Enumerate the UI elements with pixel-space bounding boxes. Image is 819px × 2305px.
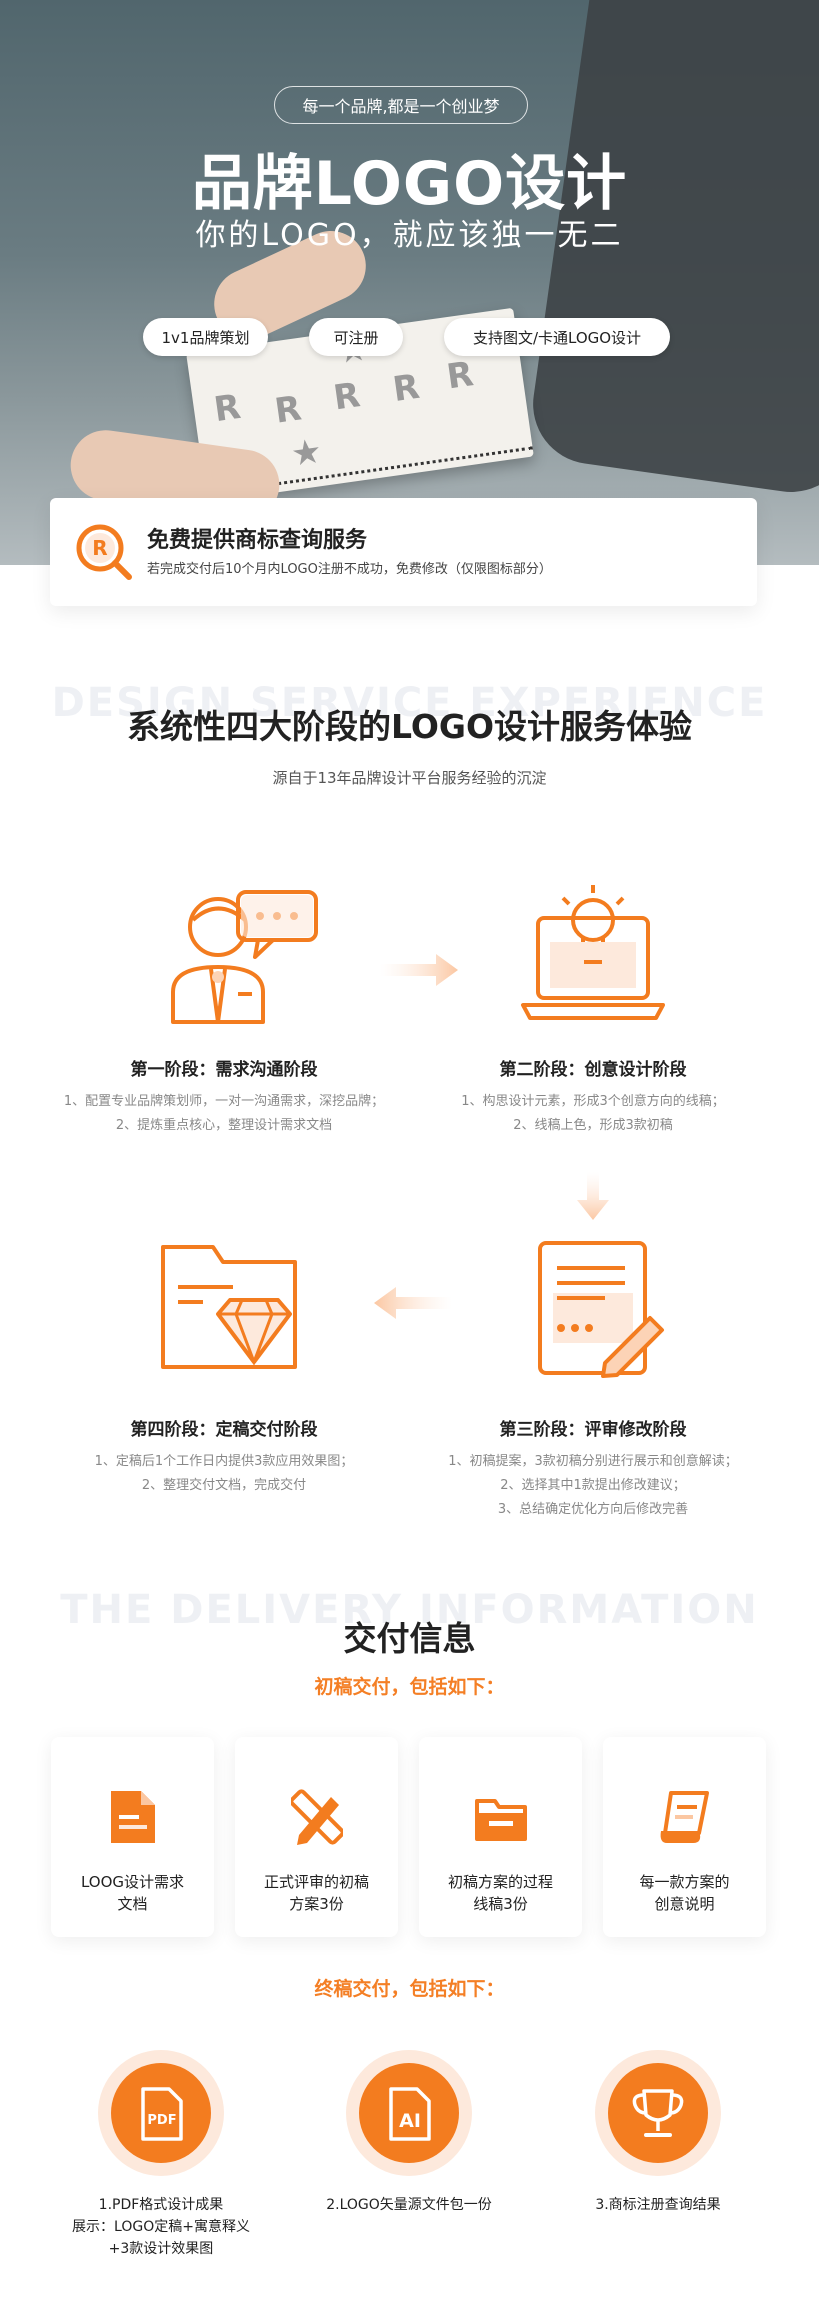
stage-2-line-1: 1、构思设计元素，形成3个创意方向的线稿； xyxy=(461,1094,725,1109)
trophy-icon xyxy=(632,2089,684,2137)
stage-1-title: 第一阶段：需求沟通阶段 xyxy=(130,1060,318,1080)
stage-3-line-2: 2、选择其中1款提出修改建议； xyxy=(500,1478,686,1493)
stage-4-desc: 1、定稿后1个工作日内提供3款应用效果图； 2、整理交付文档，完成交付 xyxy=(34,1450,414,1498)
initial-item-label: 正式评审的初稿 方案3份 xyxy=(263,1873,369,1913)
stage-2-title: 第二阶段：创意设计阶段 xyxy=(499,1060,687,1080)
initial-item-requirements: LOOG设计需求 文档 xyxy=(51,1737,214,1937)
ai-file-icon: AI xyxy=(389,2087,431,2141)
final-item-trademark xyxy=(595,2050,721,2176)
stage-4-line-2: 2、整理交付文档，完成交付 xyxy=(141,1478,307,1493)
stage-2-desc: 1、构思设计元素，形成3个创意方向的线稿； 2、线稿上色，形成3款初稿 xyxy=(403,1090,783,1138)
svg-text:AI: AI xyxy=(399,2110,421,2132)
stage-1-desc: 1、配置专业品牌策划师，一对一沟通需求，深挖品牌； 2、提炼重点核心，整理设计需… xyxy=(34,1090,414,1138)
folder-diamond-icon xyxy=(161,1245,297,1369)
feature-pill-planning: 1v1品牌策划 xyxy=(143,318,268,356)
stage-3-title: 第三阶段：评审修改阶段 xyxy=(499,1420,687,1440)
service-subtitle: 源自于13年品牌设计平台服务经验的沉淀 xyxy=(272,769,547,787)
service-ghost-text: DESIGN SERVICE EXPERIENCE xyxy=(51,680,768,726)
stage-3-line-1: 1、初稿提案，3款初稿分别进行展示和创意解读； xyxy=(448,1454,738,1469)
final-item-ai: AI xyxy=(346,2050,472,2176)
hero-tagline: 每一个品牌,都是一个创业梦 xyxy=(274,86,528,124)
initial-item-drafts: 正式评审的初稿 方案3份 xyxy=(235,1737,398,1937)
trademark-query-card: R 免费提供商标查询服务 若完成交付后10个月内LOGO注册不成功，免费修改（仅… xyxy=(50,498,757,606)
initial-item-label: 初稿方案的过程 线稿3份 xyxy=(447,1873,553,1913)
stage-3-desc: 1、初稿提案，3款初稿分别进行展示和创意解读； 2、选择其中1款提出修改建议； … xyxy=(403,1450,783,1522)
svg-text:PDF: PDF xyxy=(147,2113,176,2128)
hero-banner: R R R R R ★ ★ 每一个品牌,都是一个创业梦 品牌LOGO设计 你的L… xyxy=(0,0,819,565)
pdf-file-icon: PDF xyxy=(141,2087,183,2141)
final-item-pdf-label: 1.PDF格式设计成果 展示：LOGO定稿+寓意释义 +3款设计效果图 xyxy=(72,2197,250,2257)
stage-2-line-2: 2、线稿上色，形成3款初稿 xyxy=(513,1118,673,1133)
feature-pill-support: 支持图文/卡通LOGO设计 xyxy=(444,318,670,356)
initial-delivery-heading: 初稿交付，包括如下： xyxy=(314,1676,505,1698)
arrow-left-icon xyxy=(374,1287,452,1319)
initial-item-explanation: 每一款方案的 创意说明 xyxy=(603,1737,766,1937)
arrow-right-icon xyxy=(380,954,458,986)
stage-4-title: 第四阶段：定稿交付阶段 xyxy=(130,1420,318,1440)
final-item-ai-label: 2.LOGO矢量源文件包一份 xyxy=(326,2197,492,2213)
trademark-desc: 若完成交付后10个月内LOGO注册不成功，免费修改（仅限图标部分） xyxy=(147,562,552,577)
delivery-title: 交付信息 xyxy=(343,1619,476,1658)
stage-1-line-2: 2、提炼重点核心，整理设计需求文档 xyxy=(115,1118,333,1133)
final-item-pdf: PDF xyxy=(98,2050,224,2176)
arrow-down-icon xyxy=(577,1172,609,1220)
laptop-idea-icon xyxy=(521,885,665,1020)
final-delivery-heading: 终稿交付，包括如下： xyxy=(314,1978,505,2000)
svg-text:R: R xyxy=(92,536,107,560)
document-edit-icon xyxy=(538,1241,664,1378)
initial-item-label: LOOG设计需求 文档 xyxy=(80,1873,185,1913)
hero-title: 品牌LOGO设计 xyxy=(191,149,628,219)
hero-subtitle: 你的LOGO，就应该独一无二 xyxy=(195,218,624,253)
initial-item-sketches: 初稿方案的过程 线稿3份 xyxy=(419,1737,582,1937)
service-title: 系统性四大阶段的LOGO设计服务体验 xyxy=(126,707,693,746)
stage-3-line-3: 3、总结确定优化方向后修改完善 xyxy=(497,1502,689,1517)
delivery-ghost-text: THE DELIVERY INFORMATION xyxy=(60,1587,759,1633)
final-item-trademark-label: 3.商标注册查询结果 xyxy=(595,2197,721,2213)
ruler-pencil-icon xyxy=(291,1789,343,1845)
consultant-chat-icon xyxy=(171,890,318,1024)
stage-4-line-1: 1、定稿后1个工作日内提供3款应用效果图； xyxy=(94,1454,354,1469)
scroll-icon xyxy=(660,1791,709,1843)
stage-1-line-1: 1、配置专业品牌策划师，一对一沟通需求，深挖品牌； xyxy=(63,1094,385,1109)
folder-icon xyxy=(475,1799,527,1841)
trademark-search-icon: R xyxy=(76,524,132,580)
document-icon xyxy=(111,1791,155,1843)
initial-item-label: 每一款方案的 创意说明 xyxy=(639,1873,730,1913)
trademark-title: 免费提供商标查询服务 xyxy=(147,528,368,553)
feature-pill-registrable: 可注册 xyxy=(309,318,403,356)
